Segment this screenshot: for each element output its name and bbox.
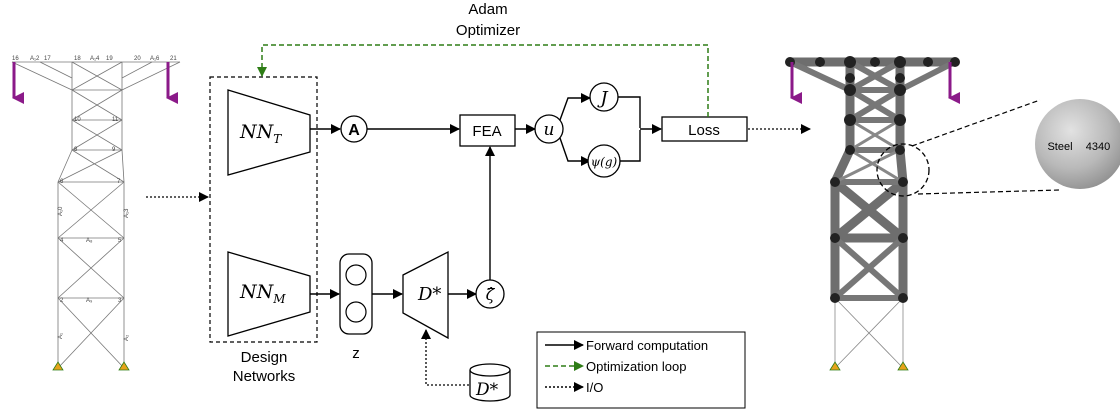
design-networks-group <box>209 76 318 343</box>
edge-psi-to-loss <box>620 130 641 162</box>
node-label: 7 <box>117 179 121 185</box>
node-label: 20 <box>134 56 141 62</box>
optimization-loop-edge <box>257 44 709 117</box>
node-label: 6 <box>60 179 64 185</box>
node-label: 21 <box>170 56 177 62</box>
z-label: z <box>352 345 360 362</box>
support-icon <box>118 361 130 371</box>
u-label: u <box>544 120 555 140</box>
node-label: 4 <box>60 238 64 244</box>
u-node[interactable] <box>534 114 564 144</box>
nn-t-network[interactable] <box>227 89 311 176</box>
optimized-tower-joints <box>785 56 960 303</box>
decoder-label: D* <box>417 284 441 305</box>
material-grade: 4340 <box>1086 141 1110 153</box>
nn-m-network[interactable] <box>227 251 311 337</box>
z-cell <box>345 301 367 323</box>
zeta-label: ζ̂ <box>486 285 496 304</box>
design-networks-title: Design <box>241 349 288 366</box>
decoder-network[interactable] <box>402 250 449 340</box>
edge-j-to-loss <box>618 96 641 128</box>
zoom-connector <box>911 99 1041 147</box>
svg-text:I/O: I/O <box>586 380 603 395</box>
node-label: 5 <box>118 238 122 244</box>
edge-u-to-psi <box>559 137 591 166</box>
database-icon[interactable] <box>469 363 511 402</box>
z-cell <box>345 264 367 286</box>
node-label: 16 <box>12 56 19 62</box>
svg-text:Optimization loop: Optimization loop <box>586 359 686 374</box>
psi-label: ψ(g) <box>591 155 618 169</box>
svg-text:Forward computation: Forward computation <box>586 338 708 353</box>
legend-item: Optimization loop <box>545 359 686 374</box>
optimizer-title: Optimizer <box>456 22 520 39</box>
loss-label: Loss <box>688 122 720 139</box>
steel-cross-section <box>1035 99 1120 189</box>
node-label: 18 <box>74 56 81 62</box>
area-label: A <box>348 122 360 139</box>
node-label: 19 <box>106 56 113 62</box>
member-label: A₂ <box>124 334 130 341</box>
node-label: 9 <box>112 147 116 153</box>
node-label: A₁4 <box>90 56 100 62</box>
fea-label: FEA <box>472 123 501 140</box>
nn-t-label: NNT <box>239 121 282 146</box>
optimizer-title: Adam <box>468 1 507 18</box>
member-label: A₁0 <box>58 206 64 216</box>
database-label: D* <box>475 380 499 400</box>
node-label: 17 <box>44 56 51 62</box>
left-tower-node-labels: 16 A₁2 17 18 A₁4 19 20 A₁6 21 10 11 8 9 … <box>12 56 177 341</box>
node-label: 11 <box>112 117 119 123</box>
legend-item: I/O <box>545 380 603 395</box>
material-name: Steel <box>1047 141 1072 153</box>
support-icon <box>52 361 64 371</box>
initial-truss-tower <box>11 61 181 369</box>
fea-block[interactable] <box>459 114 516 147</box>
node-label: 8 <box>74 147 78 153</box>
member-label: A₁3 <box>124 208 130 218</box>
loss-block[interactable] <box>661 116 748 142</box>
optimized-truss-tower <box>785 57 960 369</box>
member-label: A₈ <box>86 238 93 244</box>
node-label: 10 <box>74 117 81 123</box>
member-label: A₁ <box>58 333 64 339</box>
node-label: 3 <box>118 298 122 304</box>
support-icon <box>897 361 909 371</box>
node-label: A₁2 <box>30 56 40 62</box>
node-label: 2 <box>60 298 64 304</box>
zoom-connector <box>917 189 1061 195</box>
j-label: J <box>596 88 609 109</box>
edge-u-to-j <box>559 93 591 121</box>
zoom-region <box>876 143 930 197</box>
nn-m-label: NNM <box>239 281 286 306</box>
design-networks-title: Networks <box>233 368 296 385</box>
member-label: A₉ <box>86 298 93 304</box>
legend-item: Forward computation <box>545 338 708 353</box>
node-label: A₁6 <box>150 56 160 62</box>
support-icon <box>829 361 841 371</box>
